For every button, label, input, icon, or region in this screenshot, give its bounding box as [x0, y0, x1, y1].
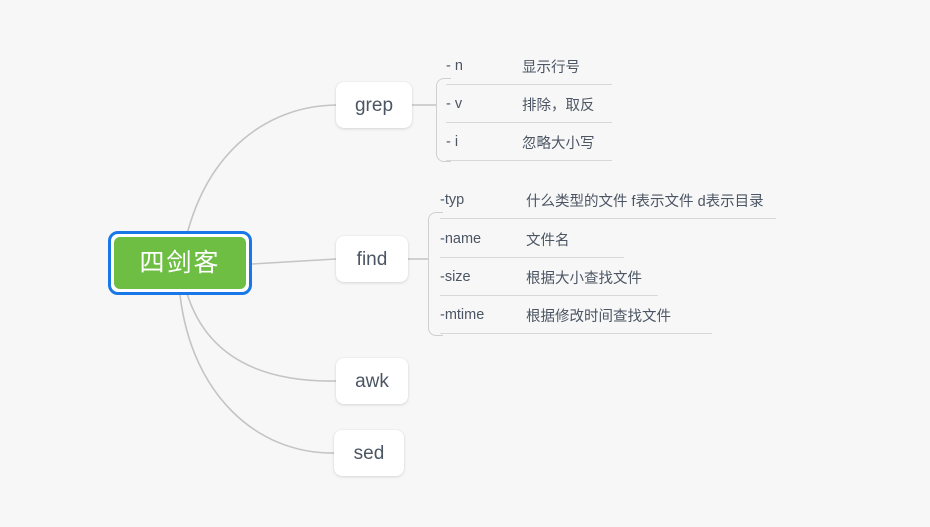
branch-node-grep-label: grep	[354, 94, 394, 116]
leaf-underline	[446, 160, 612, 161]
leaf-grep-n[interactable]: - n 显示行号	[446, 47, 612, 85]
branch-node-find[interactable]: find	[336, 236, 408, 282]
root-node-label: 四剑客	[139, 248, 221, 277]
leaf-desc: 忽略大小写	[522, 135, 595, 152]
leaf-grep-i[interactable]: - i 忽略大小写	[446, 123, 612, 161]
leaf-underline	[440, 333, 712, 334]
leaf-desc: 显示行号	[522, 59, 580, 76]
leaf-key: - i	[446, 134, 459, 150]
leaf-key: - v	[446, 96, 463, 112]
branch-node-awk-label: awk	[355, 370, 389, 392]
leaf-key: -mtime	[440, 307, 485, 323]
leaf-desc: 什么类型的文件 f表示文件 d表示目录	[526, 193, 764, 210]
leaf-underline	[440, 257, 624, 258]
leaf-grep-v[interactable]: - v 排除，取反	[446, 85, 612, 123]
sub-bracket-grep	[436, 78, 451, 162]
leaf-find-mtime[interactable]: -mtime 根据修改时间查找文件	[440, 296, 712, 334]
leaf-desc: 文件名	[526, 232, 570, 249]
leaf-key: -size	[440, 269, 471, 285]
leaf-key: -typ	[440, 192, 465, 208]
leaf-key: -name	[440, 231, 482, 247]
leaf-find-type[interactable]: -typ 什么类型的文件 f表示文件 d表示目录	[440, 181, 776, 219]
root-node[interactable]: 四剑客	[108, 231, 252, 295]
branch-node-grep[interactable]: grep	[336, 82, 412, 128]
branch-node-sed[interactable]: sed	[334, 430, 404, 476]
leaf-underline	[440, 295, 658, 296]
branch-node-awk[interactable]: awk	[336, 358, 408, 404]
leaf-underline	[440, 218, 776, 219]
leaf-desc: 根据修改时间查找文件	[526, 308, 671, 325]
leaf-find-name[interactable]: -name 文件名	[440, 220, 624, 258]
branch-node-sed-label: sed	[353, 442, 385, 464]
leaf-find-size[interactable]: -size 根据大小查找文件	[440, 258, 658, 296]
leaf-key: - n	[446, 58, 463, 74]
leaf-desc: 根据大小查找文件	[526, 270, 642, 287]
leaf-desc: 排除，取反	[522, 97, 595, 114]
branch-node-find-label: find	[356, 248, 388, 270]
leaf-underline	[446, 122, 612, 123]
sub-bracket-find	[428, 212, 443, 336]
leaf-underline	[446, 84, 612, 85]
root-node-fill: 四剑客	[114, 237, 246, 289]
